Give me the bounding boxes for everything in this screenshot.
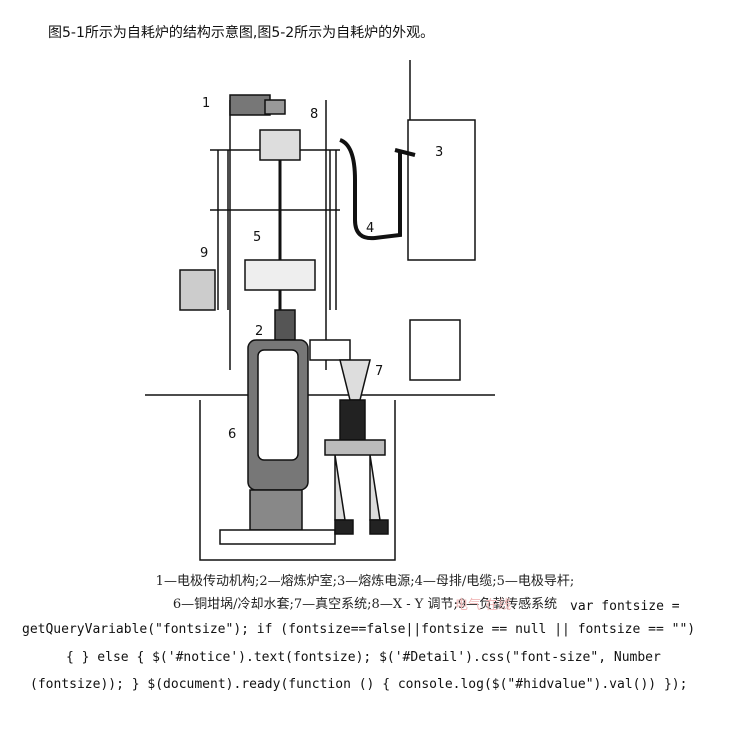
vacuum-duct [309, 339, 351, 361]
label-4: 4 [366, 221, 374, 236]
label-7: 7 [375, 364, 383, 379]
label-9: 9 [200, 246, 208, 261]
load-sensor [179, 269, 216, 311]
label-6: 6 [228, 427, 236, 442]
gauges [409, 319, 461, 381]
watermark-text: 电气 在线 [455, 598, 512, 613]
columns [229, 100, 327, 370]
vacuum-funnel [339, 359, 371, 401]
label-5: 5 [253, 230, 261, 245]
vacuum-manifold [324, 439, 386, 456]
right-rods [329, 150, 337, 310]
code-line-2: getQueryVariable("fontsize"); if (fontsi… [22, 622, 696, 637]
busbar [339, 138, 402, 241]
intro-text: 图5-1所示为自耗炉的结构示意图,图5-2所示为自耗炉的外观。 [48, 25, 435, 41]
electrode-stub [274, 309, 296, 341]
furnace-diagram: 1 8 3 4 5 9 2 7 6 [145, 60, 495, 561]
power-cabinet [407, 119, 476, 261]
gearbox [264, 99, 286, 115]
sensor-frame [244, 259, 316, 291]
water-jacket [249, 489, 303, 531]
code-line-3: { } else { $('#notice').text(fontsize); … [66, 650, 661, 665]
code-line-1: var fontsize = [570, 599, 680, 614]
base-plate [219, 529, 336, 545]
caption-line-2: 6—铜坩埚/冷却水套;7—真空系统;8—X - Y 调节;9—负载传感系统 [172, 597, 558, 612]
label-3: 3 [435, 145, 443, 160]
crucible-inner [257, 349, 299, 461]
code-line-4: (fontsize)); } $(document).ready(functio… [30, 677, 688, 692]
caption-line-1: 1—电极传动机构;2—熔炼炉室;3—熔炼电源;4—母排/电缆;5—电极导杆; [155, 574, 575, 589]
drive-head [259, 129, 301, 161]
pit-outline [199, 400, 396, 561]
label-2: 2 [255, 324, 263, 339]
label-1: 1 [202, 96, 210, 111]
vacuum-valve [339, 399, 366, 441]
vacuum-pumps [334, 454, 381, 521]
label-8: 8 [310, 107, 318, 122]
motor [229, 94, 271, 116]
left-rods [217, 150, 229, 310]
